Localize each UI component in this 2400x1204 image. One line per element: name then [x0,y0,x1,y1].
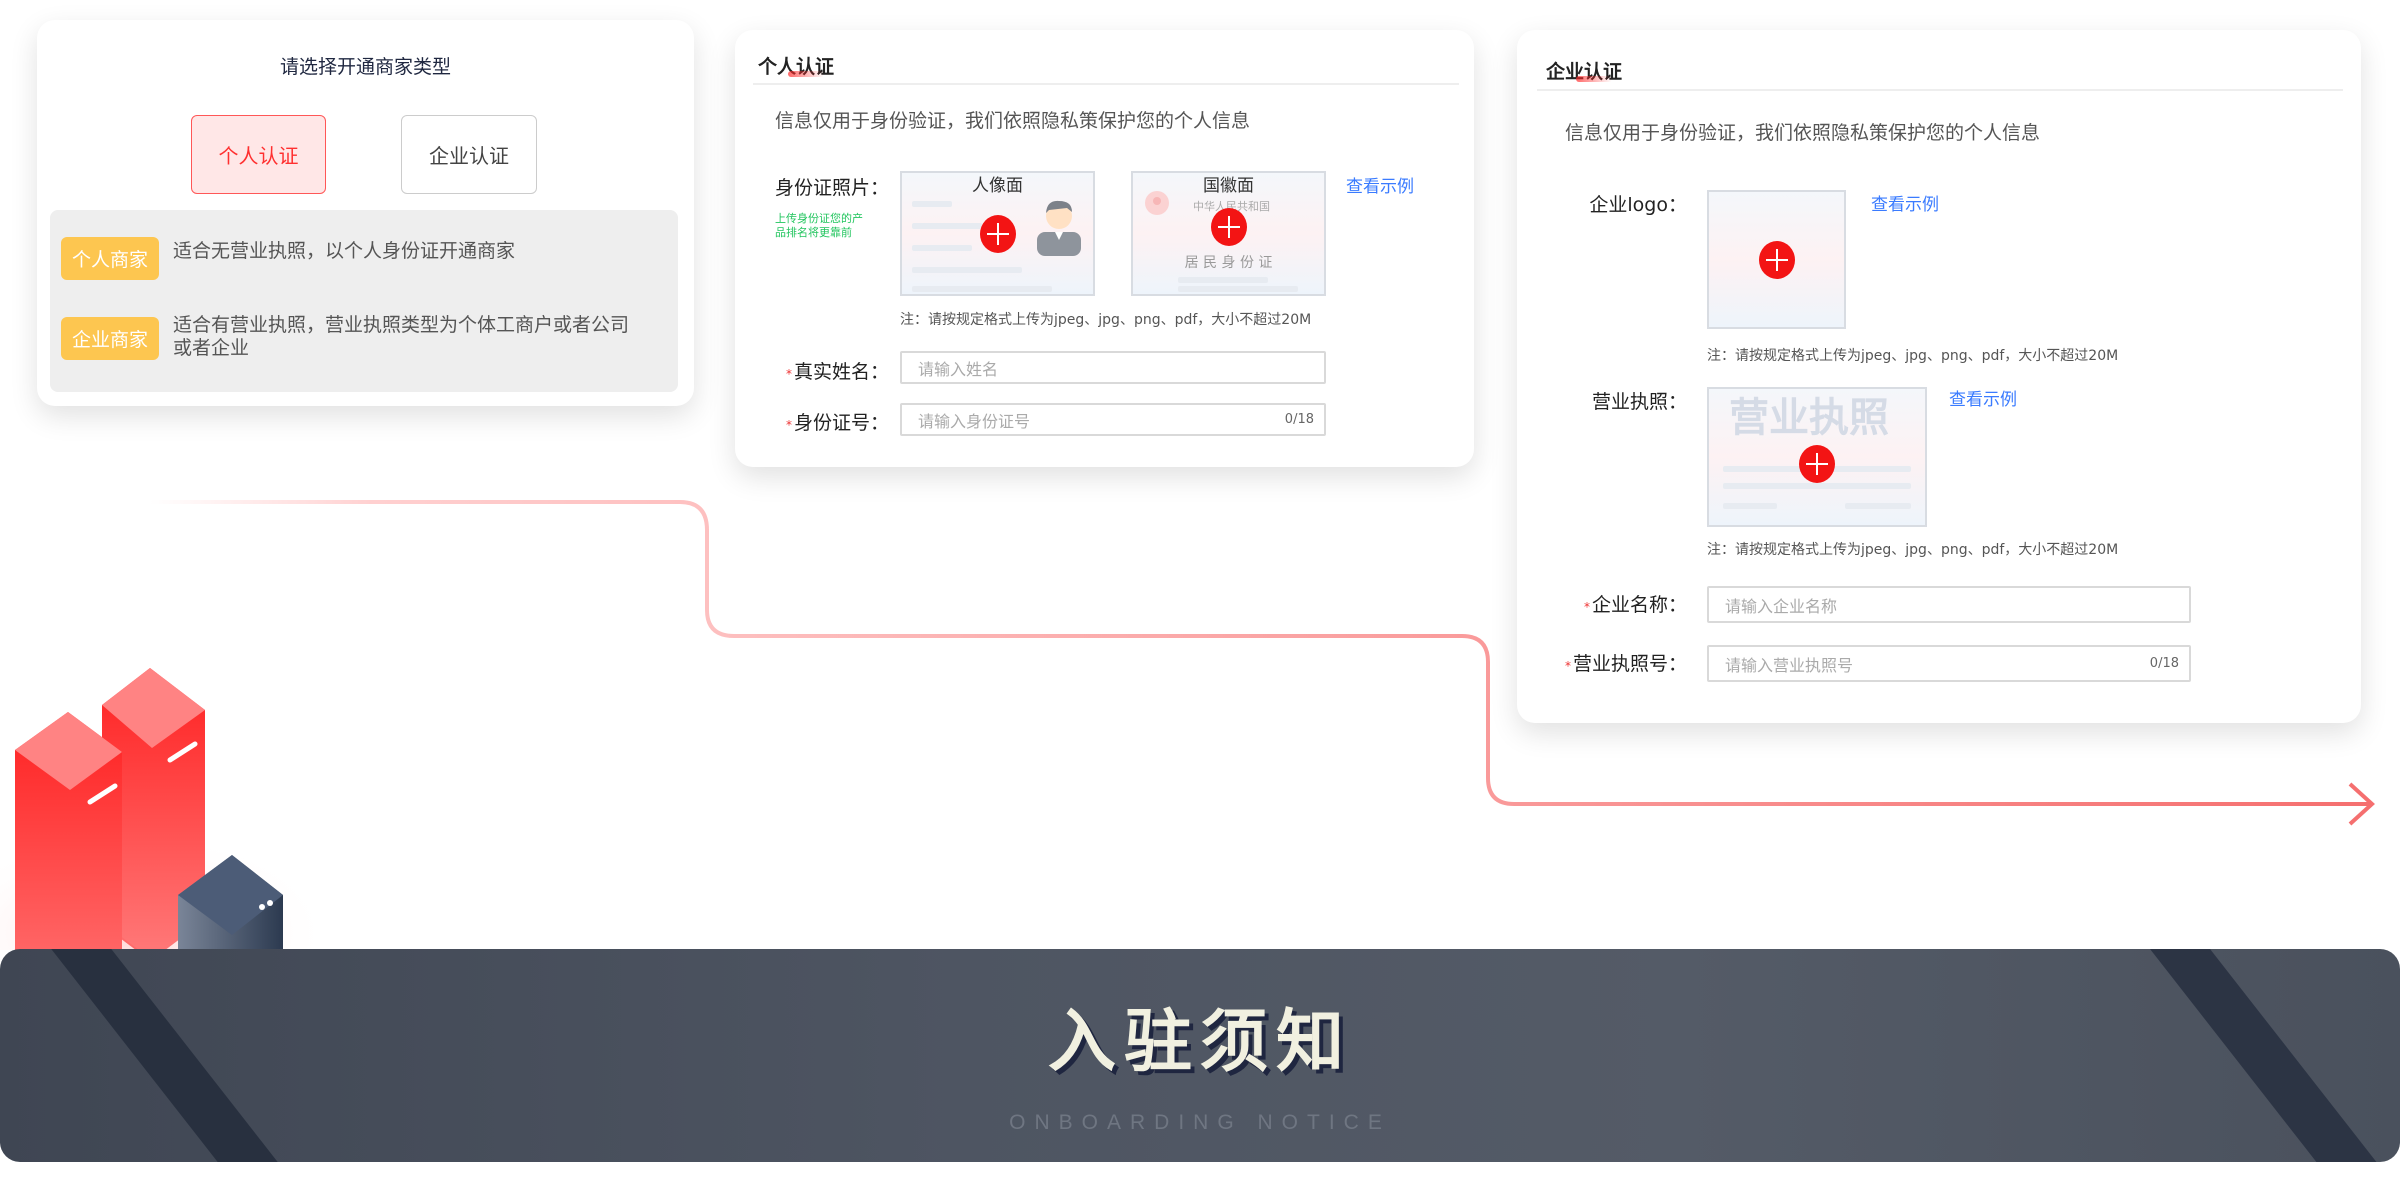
flow-arrow [150,500,2375,826]
char-counter: 0/18 [1284,412,1314,427]
merchant-type-card: 请选择开通商家类型 个人认证 企业认证 个人商家 适合无营业执照，以个人身份证开… [37,20,694,406]
id-line [912,286,1052,292]
id-number-input[interactable]: 请输入身份证号 0/18 [900,403,1326,436]
id-line [1178,286,1298,292]
add-photo-icon[interactable] [979,214,1016,253]
privacy-info: 信息仅用于身份验证，我们依照隐私策保护您的个人信息 [775,110,1251,132]
required-mark-icon: * [1583,600,1590,614]
add-photo-icon[interactable] [1210,208,1247,247]
license-upload[interactable]: 营业执照 [1707,387,1927,527]
divider [753,83,1459,85]
company-name-label: *企业名称： [1584,590,1687,617]
license-label: 营业执照： [1591,391,1687,413]
required-mark-icon: * [1564,659,1571,673]
id-number-placeholder: 请输入身份证号 [918,411,1031,431]
id-number-label-text: 身份证号： [793,412,889,434]
logo-format-note: 注：请按规定格式上传为jpeg、jpg、png、pdf，大小不超过20M [1707,348,2119,364]
id-photo-label: 身份证照片： [775,177,890,199]
license-number-input[interactable]: 请输入营业执照号 0/18 [1707,645,2191,682]
license-line [1723,503,1777,509]
license-format-note: 注：请按规定格式上传为jpeg、jpg、png、pdf，大小不超过20M [1707,542,2119,558]
id-line [912,245,972,251]
enterprise-merchant-desc: 适合有营业执照，营业执照类型为个体工商户或者公司或者企业 [173,314,630,359]
enterprise-merchant-badge: 企业商家 [61,317,159,360]
license-line [1845,503,1911,509]
personal-merchant-badge: 个人商家 [61,237,159,280]
license-number-label-text: 营业执照号： [1572,653,1687,675]
company-name-placeholder: 请输入企业名称 [1725,596,1838,616]
license-number-label: *营业执照号： [1565,649,1687,676]
avatar-icon [1037,200,1081,256]
view-logo-example-link[interactable]: 查看示例 [1871,195,1939,215]
id-back-line1: 中华人民共和国 [1193,200,1270,213]
id-back-upload[interactable]: 国徽面 中华人民共和国 居 民 身 份 证 [1131,171,1326,296]
privacy-info: 信息仅用于身份验证，我们依照隐私策保护您的个人信息 [1565,122,2041,144]
enterprise-auth-title: 企业认证 [1546,57,1622,84]
view-license-example-link[interactable]: 查看示例 [1949,390,2017,410]
real-name-label: *真实姓名： [786,357,889,384]
logo-upload[interactable] [1707,190,1846,329]
id-back-caption: 国徽面 [1203,176,1254,196]
add-license-icon[interactable] [1799,444,1835,483]
id-line [1178,277,1268,283]
id-front-caption: 人像面 [972,176,1023,196]
company-name-label-text: 企业名称： [1591,594,1687,616]
merchant-type-title: 请选择开通商家类型 [279,56,451,78]
id-line [912,267,1022,273]
enterprise-auth-card: 企业认证 信息仅用于身份验证，我们依照隐私策保护您的个人信息 企业logo： 查… [1517,30,2361,723]
real-name-input[interactable]: 请输入姓名 [900,351,1326,384]
id-number-label: *身份证号： [786,408,889,435]
personal-auth-card: 个人认证 信息仅用于身份验证，我们依照隐私策保护您的个人信息 身份证照片： 上传… [735,30,1474,467]
view-example-link[interactable]: 查看示例 [1346,177,1414,197]
upload-format-note: 注：请按规定格式上传为jpeg、jpg、png、pdf，大小不超过20M [900,312,1312,328]
banner-title: 入驻须知 [1047,1003,1352,1082]
id-line [912,223,982,229]
personal-merchant-desc: 适合无营业执照，以个人身份证开通商家 [173,240,516,262]
personal-auth-title: 个人认证 [758,52,834,79]
char-counter: 0/18 [2149,656,2179,671]
company-name-input[interactable]: 请输入企业名称 [1707,586,2191,623]
real-name-placeholder: 请输入姓名 [918,359,999,379]
divider [1537,89,2343,91]
add-logo-icon[interactable] [1758,240,1795,279]
required-mark-icon: * [785,418,792,432]
license-watermark: 营业执照 [1729,395,1889,441]
id-front-upload[interactable]: 人像面 [900,171,1095,296]
license-line [1723,483,1911,489]
enterprise-auth-button[interactable]: 企业认证 [401,115,537,194]
merchant-type-descriptions: 个人商家 适合无营业执照，以个人身份证开通商家 企业商家 适合有营业执照，营业执… [50,210,678,392]
real-name-label-text: 真实姓名： [793,361,889,383]
logo-label: 企业logo： [1589,194,1687,216]
required-mark-icon: * [785,367,792,381]
upload-hint: 上传身份证您的产品排名将更靠前 [775,212,863,239]
personal-auth-button[interactable]: 个人认证 [191,115,326,194]
onboarding-notice-banner: 入驻须知 ONBOARDING NOTICE [0,949,2400,1162]
national-emblem-icon [1145,191,1169,215]
id-line [912,201,952,207]
banner-subtitle: ONBOARDING NOTICE [1009,1111,1391,1134]
server-illustration [0,668,330,950]
license-number-placeholder: 请输入营业执照号 [1725,655,1854,675]
id-back-line2: 居 民 身 份 证 [1184,255,1273,271]
